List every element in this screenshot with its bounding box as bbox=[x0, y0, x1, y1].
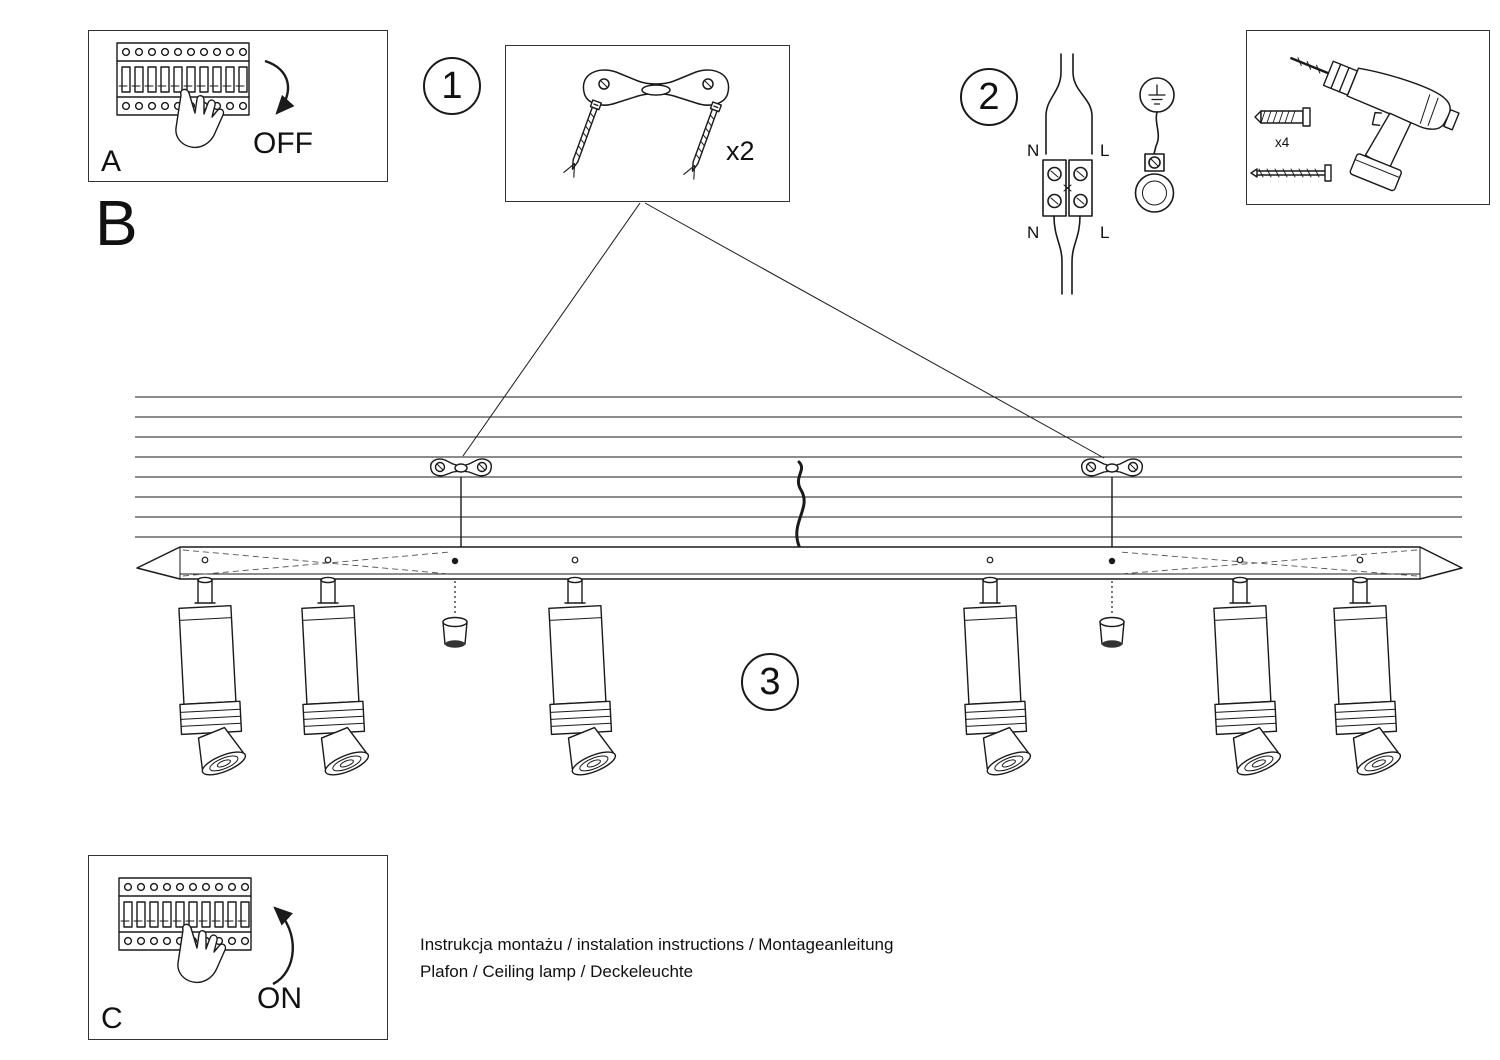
section-a-label: A bbox=[101, 145, 121, 178]
breaker-panel-icon bbox=[116, 42, 250, 149]
step-1-number: 1 bbox=[441, 64, 463, 107]
spotlight-2 bbox=[297, 576, 373, 782]
spotlight-6 bbox=[1329, 576, 1405, 782]
section-c-label: C bbox=[101, 1002, 123, 1035]
breaker-off-illustration: A OFF bbox=[101, 42, 313, 178]
cap-guide-lines bbox=[454, 581, 1113, 615]
wire-n-bottom-label: N bbox=[1027, 223, 1039, 242]
step-3-number: 3 bbox=[759, 660, 781, 703]
drill-icon bbox=[1290, 57, 1460, 192]
breaker-on-illustration: C ON bbox=[101, 877, 302, 1035]
leader-lines bbox=[462, 202, 1105, 459]
step-2-badge: 2 bbox=[960, 68, 1018, 126]
ceiling-bracket-right-icon bbox=[1080, 458, 1144, 477]
earth-clamp-icon bbox=[1134, 153, 1175, 213]
power-on-label: ON bbox=[257, 982, 302, 1015]
terminal-block bbox=[1042, 159, 1093, 217]
wire-l-bottom bbox=[1071, 215, 1081, 295]
mounting-rail bbox=[136, 546, 1463, 580]
wire-l-bottom-label: L bbox=[1100, 223, 1109, 242]
wire-n-bottom bbox=[1053, 215, 1063, 295]
spotlight-3 bbox=[544, 576, 620, 782]
spotlight-1 bbox=[174, 576, 250, 782]
step-2-number: 2 bbox=[978, 75, 1000, 118]
breaker-panel-icon bbox=[118, 877, 252, 984]
footer-caption: Instrukcja montażu / instalation instruc… bbox=[420, 931, 893, 985]
step-3-badge: 3 bbox=[741, 653, 799, 711]
toggle-screw-right-icon bbox=[682, 100, 723, 181]
mounting-parts-box: x2 bbox=[505, 45, 790, 202]
wiring-diagram: N L N L bbox=[1027, 53, 1175, 295]
power-cable bbox=[795, 460, 806, 548]
screw-cap-right-icon bbox=[1099, 616, 1125, 649]
rail-mount-screws bbox=[201, 556, 1364, 565]
ground-symbol-icon bbox=[1139, 77, 1175, 113]
wire-n-top-label: N bbox=[1027, 141, 1039, 160]
wire-n-top bbox=[1045, 53, 1062, 155]
earth-wire bbox=[1153, 111, 1160, 155]
screw-icon bbox=[1250, 164, 1332, 182]
step-c-panel: C ON bbox=[88, 855, 388, 1040]
step-1-badge: 1 bbox=[423, 57, 481, 115]
arrow-up-icon bbox=[272, 906, 294, 986]
quantity-x2-label: x2 bbox=[726, 136, 755, 166]
mounting-bracket-icon bbox=[582, 69, 730, 106]
ceiling-hatch bbox=[135, 396, 1462, 538]
rail-dashed-marks bbox=[182, 549, 1418, 577]
wire-l-top-label: L bbox=[1100, 141, 1109, 160]
quantity-x4-label: x4 bbox=[1275, 135, 1290, 150]
wire-l-top bbox=[1072, 53, 1093, 155]
spotlight-4 bbox=[959, 576, 1035, 782]
arrow-down-icon bbox=[264, 59, 295, 115]
wall-plug-icon bbox=[1254, 107, 1311, 127]
toggle-screw-left-icon bbox=[562, 98, 603, 179]
step-a-panel: A OFF bbox=[88, 30, 388, 182]
caption-line-2: Plafon / Ceiling lamp / Deckeleuchte bbox=[420, 962, 694, 982]
section-b-label: B bbox=[95, 187, 138, 259]
ceiling-bracket-left-icon bbox=[429, 458, 493, 477]
tools-illustration: x4 bbox=[1250, 57, 1460, 192]
tools-box: x4 bbox=[1246, 30, 1490, 205]
mounting-parts-illustration: x2 bbox=[562, 69, 755, 181]
power-off-label: OFF bbox=[253, 127, 313, 160]
suspension-screw-lines bbox=[460, 477, 1113, 549]
screw-cap-left-icon bbox=[442, 616, 468, 649]
caption-line-1: Instrukcja montażu / instalation instruc… bbox=[420, 935, 894, 954]
spotlight-5 bbox=[1209, 576, 1285, 782]
